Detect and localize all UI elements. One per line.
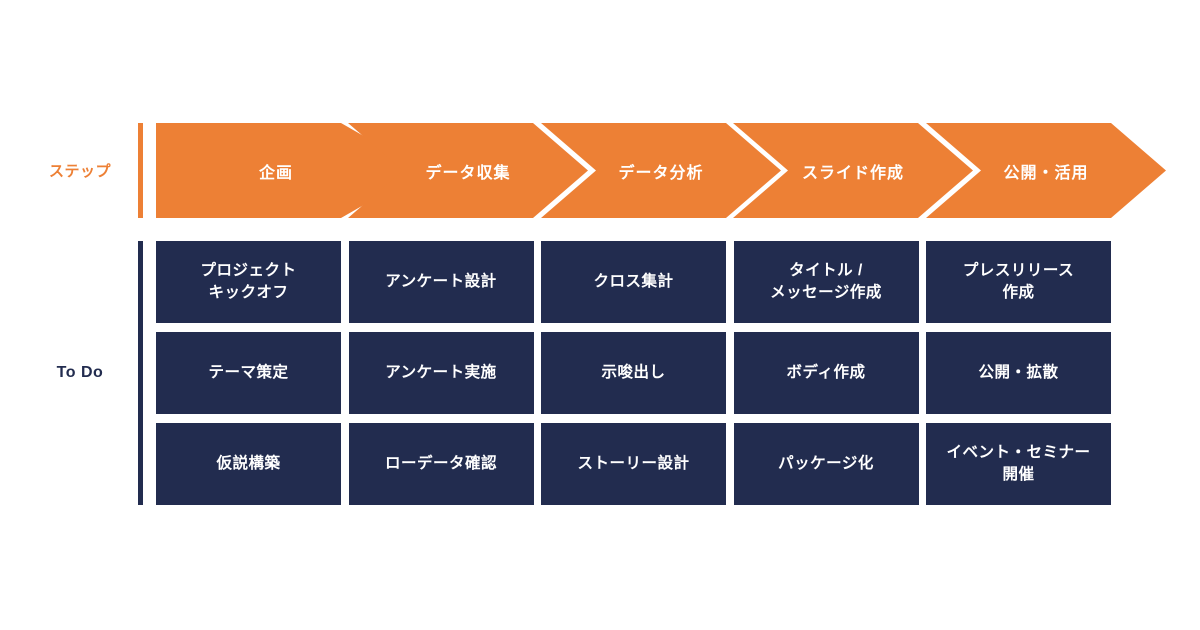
todo-item: タイトル / メッセージ作成 [733, 241, 919, 323]
todo-item: パッケージ化 [733, 423, 919, 505]
todo-row-label: To Do [56, 364, 104, 381]
todo-item: 示唆出し [541, 332, 726, 414]
todo-item: ストーリー設計 [541, 423, 726, 505]
todo-item: テーマ策定 [156, 332, 341, 414]
step-arrow-publish-utilize: 公開・活用 [926, 123, 1166, 218]
todo-rail-bar [138, 241, 143, 505]
todo-item: イベント・セミナー 開催 [926, 423, 1111, 505]
step-arrow-label: スライド作成 [801, 164, 904, 182]
todo-item: ボディ作成 [733, 332, 919, 414]
todo-grid: プロジェクト キックオフ アンケート設計 クロス集計 タイトル / メッセージ作… [156, 241, 1111, 505]
steps-row-label: ステップ [48, 163, 111, 180]
todo-item: 公開・拡散 [926, 332, 1111, 414]
step-arrow-label: 企画 [258, 164, 293, 182]
todo-item: プレスリリース 作成 [926, 241, 1111, 323]
step-arrow-label: データ分析 [618, 164, 704, 182]
todo-item: アンケート設計 [348, 241, 534, 323]
step-arrow-label: 公開・活用 [1003, 164, 1089, 182]
todo-item: ローデータ確認 [348, 423, 534, 505]
step-arrow-label: データ収集 [425, 164, 511, 182]
todo-item: 仮説構築 [156, 423, 341, 505]
todo-item: アンケート実施 [348, 332, 534, 414]
steps-rail-bar [138, 123, 143, 218]
todo-item: クロス集計 [541, 241, 726, 323]
todo-item: プロジェクト キックオフ [156, 241, 341, 323]
